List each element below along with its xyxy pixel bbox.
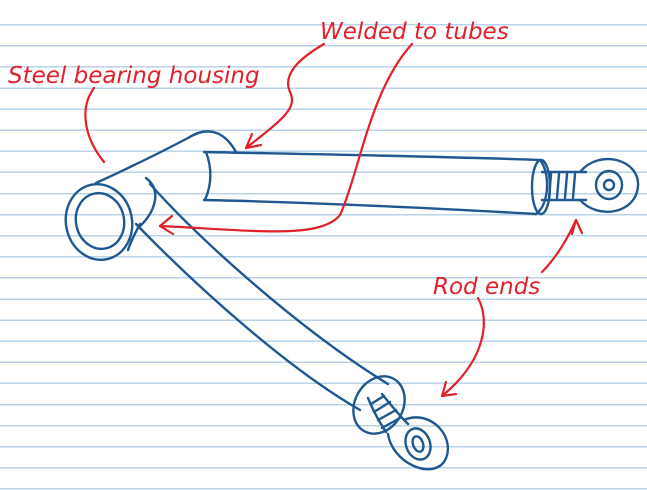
label-rod-ends: Rod ends (433, 274, 540, 300)
weld-arrow-upper (244, 42, 326, 150)
weld-arrowhead-upper (244, 132, 263, 150)
rod-end-arrowhead-upper (570, 218, 584, 236)
control-arm (64, 130, 640, 471)
weld-arrowhead-lower (158, 214, 175, 236)
label-welded-to-tubes: Welded to tubes (320, 19, 509, 45)
rod-end-arrow-upper (540, 218, 578, 274)
label-steel-bearing-housing: Steel bearing housing (8, 63, 260, 89)
rod-end-arrow-lower (440, 296, 485, 398)
housing-leader (84, 86, 106, 164)
upper-tube (202, 150, 549, 216)
annotations: Welded to tubes Steel bearing housing Ro… (8, 19, 584, 398)
lower-tube (134, 176, 390, 412)
upper-rod-end (530, 157, 640, 216)
rod-end-arrowhead-lower (440, 380, 458, 398)
lower-rod-end (352, 375, 450, 471)
weld-arrow-lower (158, 42, 414, 233)
